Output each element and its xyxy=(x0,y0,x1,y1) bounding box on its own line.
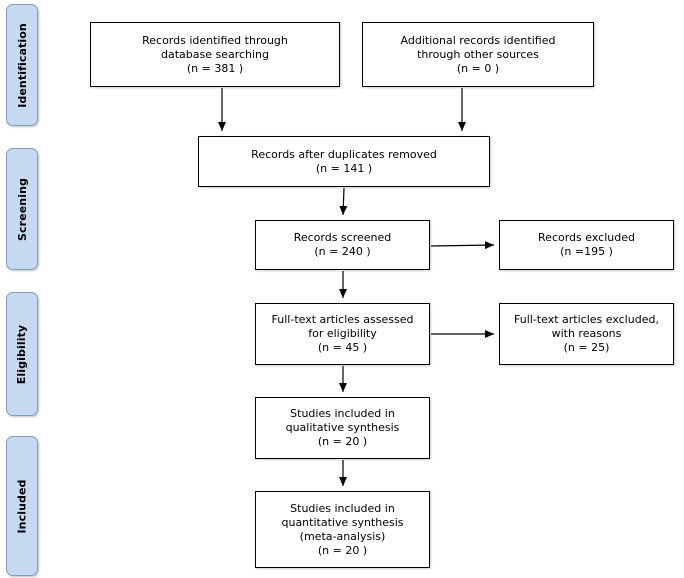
phase-identification-label: Identification xyxy=(15,22,29,108)
box-after-duplicates: Records after duplicates removed (n = 14… xyxy=(198,136,490,187)
box-line: for eligibility xyxy=(308,327,377,340)
phase-included-label: Included xyxy=(15,478,29,534)
phase-screening-label: Screening xyxy=(15,177,29,241)
box-line: Records identified through xyxy=(142,33,288,47)
box-line: through other sources xyxy=(417,47,539,61)
box-count: (n = 0 ) xyxy=(456,61,500,75)
box-line: Records screened xyxy=(293,231,392,244)
box-line: Records after duplicates removed xyxy=(251,147,437,161)
box-count: (n =195 ) xyxy=(560,245,613,258)
arrow-screened-to-excluded xyxy=(430,241,495,250)
box-other-sources: Additional records identified through ot… xyxy=(362,22,594,87)
box-count: (n = 141 ) xyxy=(315,161,373,175)
box-line: Records excluded xyxy=(538,231,635,244)
box-line: Full-text articles assessed xyxy=(271,313,414,326)
box-database-search: Records identified through database sear… xyxy=(90,22,340,87)
phase-screening: Screening xyxy=(6,148,38,270)
phase-eligibility-label: Eligibility xyxy=(15,324,29,384)
box-line: Additional records identified xyxy=(400,33,556,47)
box-line: with reasons xyxy=(551,327,622,340)
box-count: (n = 25) xyxy=(563,341,610,354)
box-qualitative-synthesis: Studies included in qualitative synthesi… xyxy=(255,397,430,459)
box-line: database searching xyxy=(160,47,270,61)
box-count: (n = 20 ) xyxy=(317,543,368,557)
box-line: qualitative synthesis xyxy=(285,421,400,434)
box-records-excluded: Records excluded (n =195 ) xyxy=(499,220,674,270)
box-line: Full-text articles excluded, xyxy=(514,313,659,326)
box-full-text-excluded: Full-text articles excluded, with reason… xyxy=(499,303,674,365)
box-count: (n = 381 ) xyxy=(186,61,244,75)
box-line: Studies included in xyxy=(290,501,395,515)
box-line: quantitative synthesis xyxy=(281,515,404,529)
phase-eligibility: Eligibility xyxy=(6,292,38,416)
phase-identification: Identification xyxy=(6,4,38,126)
box-line: (meta-analysis) xyxy=(299,529,386,543)
box-count: (n = 240 ) xyxy=(314,245,371,258)
box-count: (n = 45 ) xyxy=(317,341,368,354)
box-count: (n = 20 ) xyxy=(317,435,368,448)
box-full-text-assessed: Full-text articles assessed for eligibil… xyxy=(255,303,430,365)
arrow-dup-to-screened xyxy=(339,187,348,216)
box-records-screened: Records screened (n = 240 ) xyxy=(255,220,430,270)
phase-included: Included xyxy=(6,436,38,576)
box-line: Studies included in xyxy=(290,407,395,420)
box-quantitative-synthesis: Studies included in quantitative synthes… xyxy=(255,491,430,568)
